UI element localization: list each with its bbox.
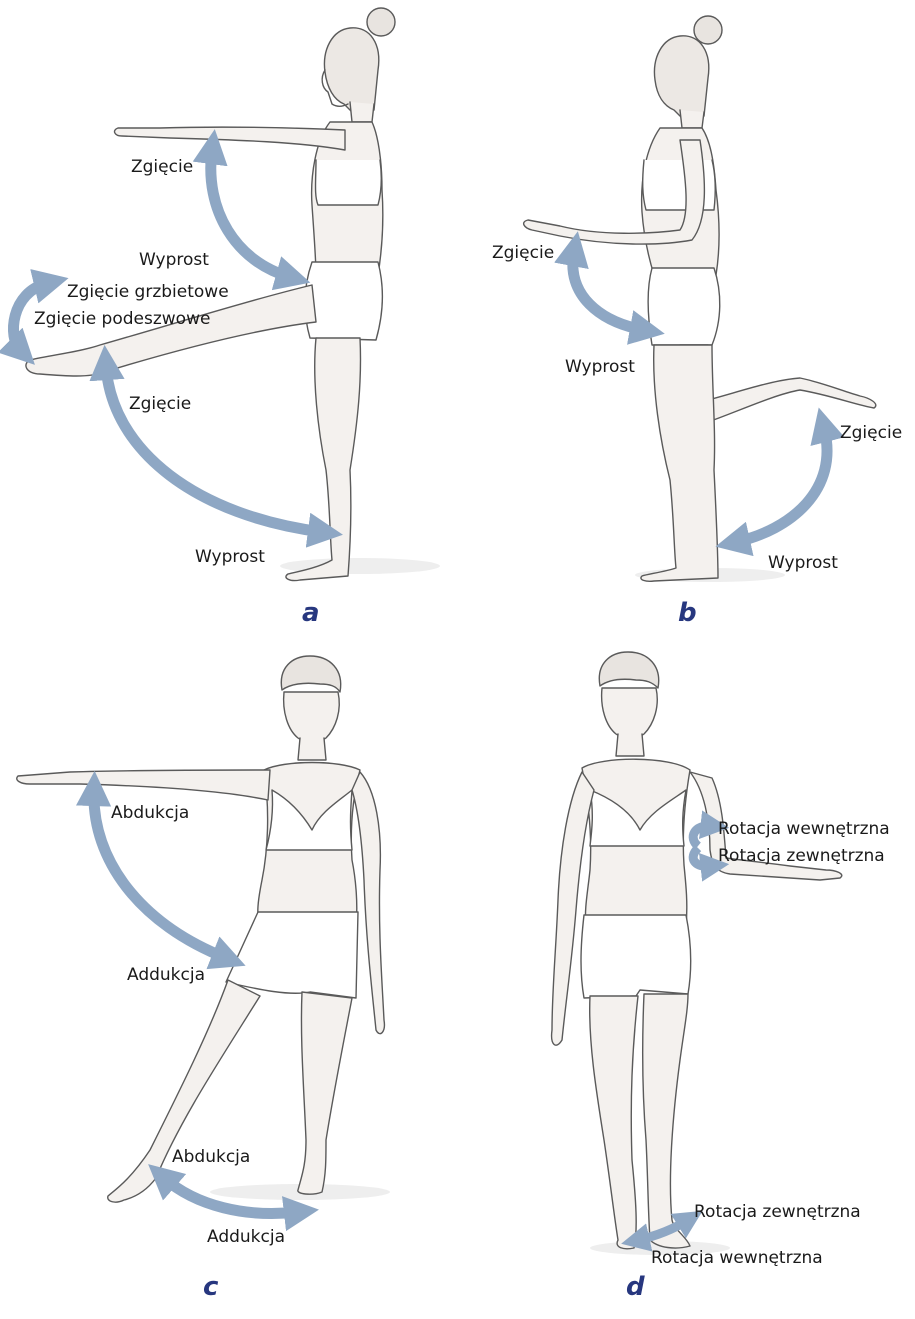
head (324, 28, 378, 112)
label-c-arm-adduction: Addukcja (127, 967, 205, 984)
hair-bun (694, 16, 722, 44)
label-c-arm-abduction: Abdukcja (111, 805, 189, 822)
hair (599, 652, 658, 688)
hair (281, 656, 340, 692)
standing-leg (298, 992, 352, 1194)
abducted-arm (17, 770, 270, 800)
knee-flexion-extension-arrow (736, 428, 827, 542)
shorts (305, 262, 382, 340)
label-b-arm-flexion: Zgięcie (492, 245, 554, 262)
neck (616, 734, 644, 756)
neck (680, 110, 704, 128)
label-d-foot-internal-rotation: Rotacja wewnętrzna (651, 1250, 823, 1267)
shorts (226, 912, 358, 998)
label-b-arm-extension: Wyprost (565, 359, 635, 376)
label-a-hip-flexion: Zgięcie (129, 396, 191, 413)
shorts (581, 915, 691, 998)
label-a-ankle-plantarflexion: Zgięcie podeszwowe (34, 311, 210, 328)
panel-letter-c: c (203, 1274, 218, 1300)
shorts (648, 268, 720, 345)
head (284, 692, 340, 743)
label-d-arm-external-rotation: Rotacja zewnętrzna (718, 848, 885, 865)
left-leg (590, 996, 638, 1249)
label-c-leg-adduction: Addukcja (207, 1229, 285, 1246)
label-a-arm-flexion: Zgięcie (131, 159, 193, 176)
standing-leg (286, 338, 361, 581)
arm-external-rotation-arrow (693, 848, 712, 866)
panel-letter-d: d (626, 1274, 645, 1300)
neck (298, 738, 326, 760)
right-leg (643, 994, 690, 1248)
head (654, 36, 708, 118)
label-a-hip-extension: Wyprost (195, 549, 265, 566)
hair-bun (367, 8, 395, 36)
label-c-leg-abduction: Abdukcja (172, 1149, 250, 1166)
label-d-foot-external-rotation: Rotacja zewnętrzna (694, 1204, 861, 1221)
abducted-leg (108, 980, 260, 1202)
label-a-arm-extension: Wyprost (139, 252, 209, 269)
neck (350, 102, 374, 122)
panel-b-figure (524, 16, 876, 582)
hip-flexion-extension-arrow (106, 366, 322, 532)
label-a-ankle-dorsiflexion: Zgięcie grzbietowe (67, 284, 229, 301)
raised-arm (115, 127, 345, 150)
label-b-knee-flexion: Zgięcie (840, 425, 902, 442)
sports-bra (316, 160, 382, 205)
label-b-knee-extension: Wyprost (768, 555, 838, 572)
arm-flexion-extension-arrow (211, 150, 290, 277)
label-d-arm-internal-rotation: Rotacja wewnętrzna (718, 821, 890, 838)
panel-d-figure (552, 652, 842, 1255)
panel-letter-a: a (302, 600, 320, 626)
head (602, 688, 658, 739)
arm-flexion-extension-arrow (573, 252, 644, 330)
standing-leg (641, 345, 718, 581)
panel-letter-b: b (678, 600, 697, 626)
panel-c-figure (17, 656, 390, 1202)
